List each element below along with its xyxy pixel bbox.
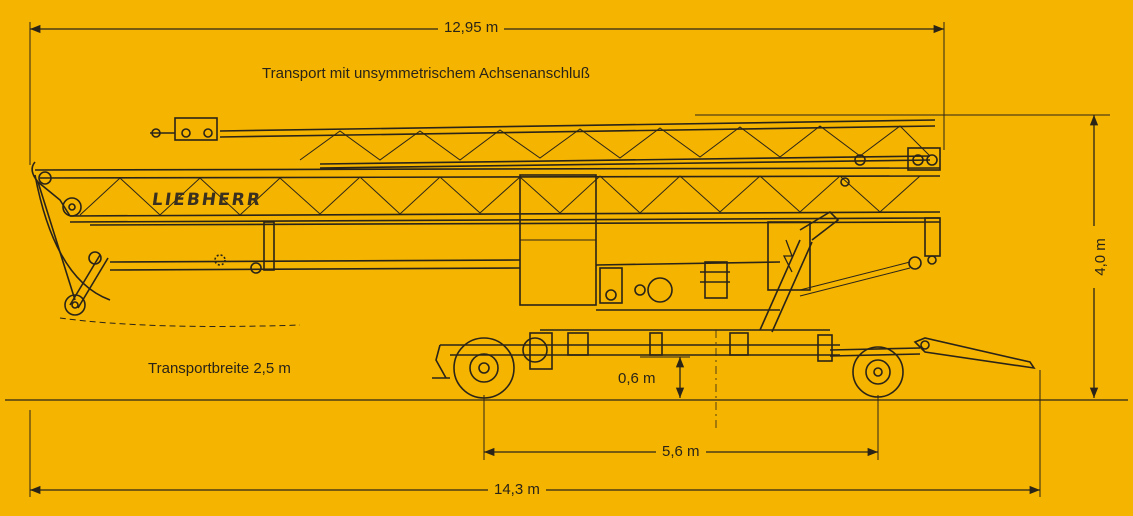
upper-jib-lattice — [299, 125, 931, 161]
dim-label-total-length: 14,3 m — [488, 481, 546, 499]
diagram-title: Transport mit unsymmetrischem Achsenansc… — [262, 65, 590, 82]
dim-label-boom-length: 12,95 m — [438, 19, 505, 37]
dim-label-axle-spacing: 5,6 m — [656, 443, 706, 461]
tower-lattice — [79, 175, 921, 216]
dim-label-ground-clearance: 0,6 m — [618, 370, 656, 387]
brand-logo-text: LIEBHERR — [150, 190, 264, 210]
dim-label-height: 4,0 m — [1092, 226, 1110, 288]
transport-width-label: Transportbreite 2,5 m — [148, 360, 291, 377]
crane-illustration — [31, 117, 1036, 399]
